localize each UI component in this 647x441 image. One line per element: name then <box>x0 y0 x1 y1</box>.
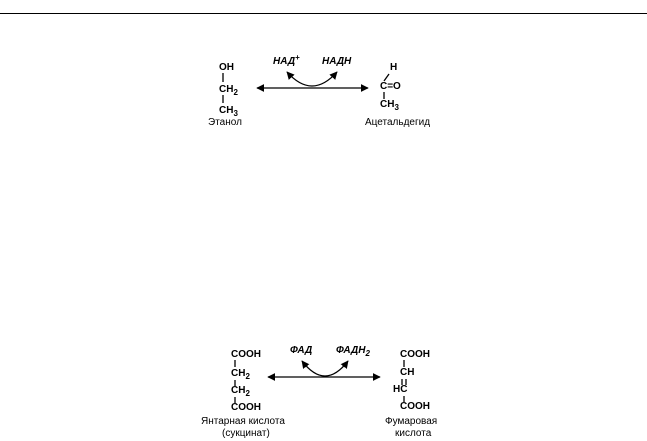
acetaldehyde-co: C=O <box>380 81 401 92</box>
fumarate-cooh-top: COOH <box>400 349 430 360</box>
ethanol-ch3: CH3 <box>219 105 238 118</box>
succinate-structure: COOH CH2 CH2 COOH <box>231 349 261 413</box>
acetaldehyde-bond-h <box>383 73 390 82</box>
ethanol-ch2: CH2 <box>219 84 238 97</box>
reaction-2: COOH CH2 CH2 COOH Янтарная кислота (сукц… <box>201 345 437 439</box>
fad-label: ФАД <box>290 345 312 356</box>
ethanol-structure: OH CH2 CH3 <box>219 62 238 118</box>
nadh-label: НАДН <box>322 56 352 67</box>
acetaldehyde-ch3: CH3 <box>380 99 399 112</box>
succinate-cooh-bottom: COOH <box>231 402 261 413</box>
succinate-ch2-b: CH2 <box>231 385 250 398</box>
ethanol-oh: OH <box>219 62 234 73</box>
nad-plus-label: НАД+ <box>273 53 300 67</box>
acetaldehyde-h: H <box>390 62 397 73</box>
top-rule <box>0 13 647 14</box>
succinate-label-2: (сукцинат) <box>222 428 270 439</box>
fumarate-hc: HC <box>393 384 407 395</box>
succinate-ch2-a: CH2 <box>231 368 250 381</box>
acetaldehyde-label: Ацетальдегид <box>365 117 430 128</box>
succinate-cooh-top: COOH <box>231 349 261 360</box>
reaction-2-cofactor-arrow <box>301 360 349 377</box>
fumarate-label-1: Фумаровая <box>385 416 437 427</box>
fumarate-structure: COOH CH HC COOH <box>393 349 430 412</box>
reaction-1-cofactor-arrow <box>286 71 338 87</box>
fadh2-label: ФАДН2 <box>336 345 370 358</box>
fumarate-label-2: кислота <box>395 428 432 439</box>
ethanol-label: Этанол <box>208 117 242 128</box>
fumarate-ch: CH <box>400 367 414 378</box>
reaction-1: OH CH2 CH3 Этанол НАД+ НАДН H C=O CH3 Ац… <box>208 53 430 128</box>
acetaldehyde-structure: H C=O CH3 <box>380 62 401 112</box>
succinate-label-1: Янтарная кислота <box>201 416 285 427</box>
fumarate-cooh-bottom: COOH <box>400 401 430 412</box>
